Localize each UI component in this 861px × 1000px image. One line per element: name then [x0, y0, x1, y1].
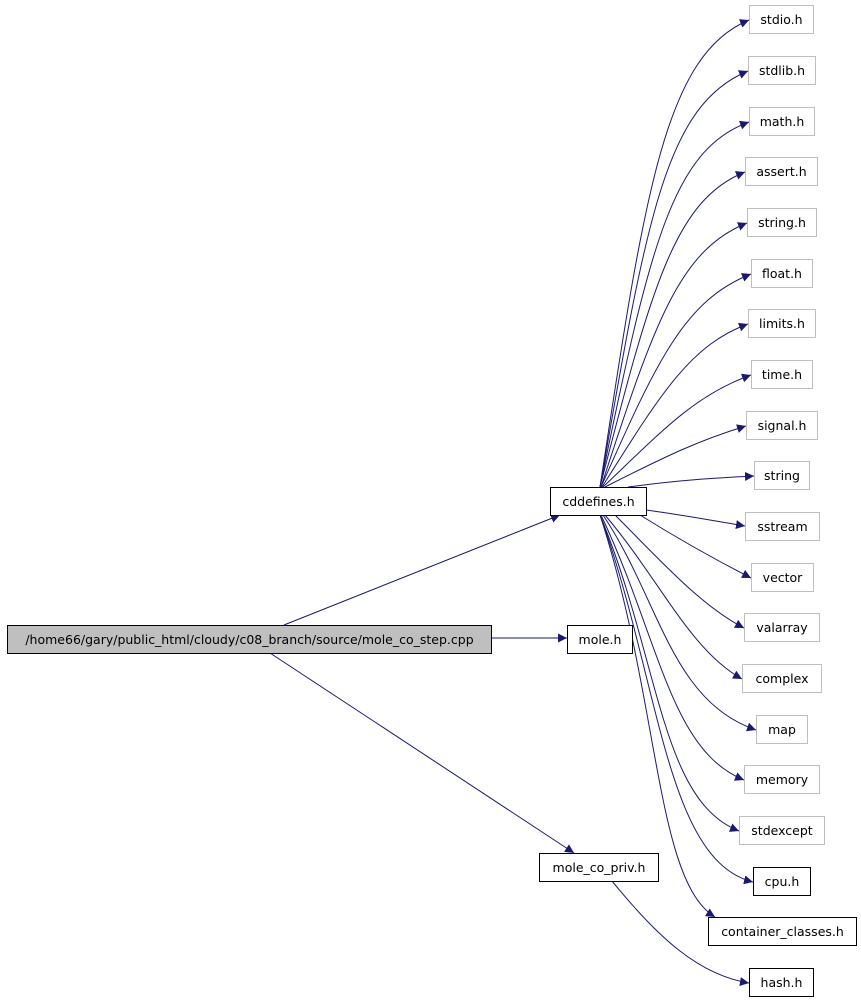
node-box-stdlib — [748, 56, 816, 85]
node-label-assert: assert.h — [756, 164, 806, 179]
node-box-stdexcept — [739, 816, 825, 845]
node-assert[interactable]: assert.h — [745, 157, 818, 186]
node-stdlib[interactable]: stdlib.h — [748, 56, 816, 85]
node-box-hash — [749, 968, 814, 997]
node-label-string: string — [764, 468, 800, 483]
node-string[interactable]: string — [754, 461, 810, 490]
node-label-signal: signal.h — [758, 418, 807, 433]
edge-cddefines-to-memory — [600, 514, 745, 781]
edge-cddefines-to-stdio — [599, 19, 750, 488]
node-box-cpu — [753, 867, 811, 896]
node-label-complex: complex — [756, 671, 809, 686]
node-label-cpu: cpu.h — [765, 874, 800, 889]
edge-cddefines-to-assert — [599, 171, 746, 488]
edge-cddefines-to-string_h — [600, 222, 748, 488]
node-box-mole — [567, 625, 633, 654]
edge-cddefines-to-stdexcept — [599, 514, 740, 832]
node-mole[interactable]: mole.h — [567, 625, 633, 654]
node-label-vector: vector — [763, 570, 804, 585]
edge-source-to-mole_co_priv — [269, 652, 575, 854]
edge-cddefines-to-map — [602, 514, 757, 732]
node-label-hash: hash.h — [761, 975, 803, 990]
node-limits[interactable]: limits.h — [748, 309, 816, 338]
edge-cddefines-to-valarray — [614, 514, 745, 629]
node-mole_co_priv[interactable]: mole_co_priv.h — [539, 853, 659, 882]
node-complex[interactable]: complex — [742, 664, 822, 693]
edge-cddefines-to-time — [602, 373, 752, 488]
node-label-time: time.h — [762, 367, 802, 382]
node-label-stdlib: stdlib.h — [759, 63, 805, 78]
node-math[interactable]: math.h — [749, 107, 815, 136]
node-stdexcept[interactable]: stdexcept — [739, 816, 825, 845]
edge-cddefines-to-limits — [601, 322, 749, 488]
node-box-assert — [745, 157, 818, 186]
node-hash[interactable]: hash.h — [749, 968, 814, 997]
node-sstream[interactable]: sstream — [745, 512, 820, 541]
node-label-valarray: valarray — [756, 620, 808, 635]
node-map[interactable]: map — [756, 715, 808, 744]
node-box-source — [7, 625, 492, 654]
edge-cddefines-to-float — [600, 273, 752, 488]
node-source: /home66/gary/public_html/cloudy/c08_bran… — [7, 625, 492, 654]
edge-cddefines-to-string — [627, 471, 755, 488]
node-label-string_h: string.h — [758, 215, 806, 230]
edge-cddefines-to-container_classes — [599, 514, 716, 918]
node-float[interactable]: float.h — [751, 259, 813, 288]
node-signal[interactable]: signal.h — [746, 411, 818, 440]
node-box-float — [751, 259, 813, 288]
node-label-mole_co_priv: mole_co_priv.h — [553, 860, 646, 875]
node-label-limits: limits.h — [759, 316, 805, 331]
node-label-container_classes: container_classes.h — [721, 924, 844, 939]
node-time[interactable]: time.h — [751, 360, 813, 389]
node-box-time — [751, 360, 813, 389]
node-box-math — [749, 107, 815, 136]
node-box-vector — [751, 563, 814, 592]
node-box-complex — [742, 664, 822, 693]
node-label-mole: mole.h — [579, 632, 622, 647]
node-box-cddefines — [550, 487, 647, 516]
node-label-memory: memory — [756, 772, 809, 787]
node-box-memory — [744, 765, 820, 794]
node-cpu[interactable]: cpu.h — [753, 867, 811, 896]
edge-cddefines-to-stdlib — [599, 70, 749, 488]
edges-layer — [269, 19, 757, 986]
edge-cddefines-to-signal — [604, 424, 747, 488]
node-box-string — [754, 461, 810, 490]
node-label-stdio: stdio.h — [760, 12, 802, 27]
edge-cddefines-to-vector — [639, 514, 752, 579]
node-string_h[interactable]: string.h — [747, 208, 817, 237]
nodes-layer: /home66/gary/public_html/cloudy/c08_bran… — [7, 5, 857, 997]
node-vector[interactable]: vector — [751, 563, 814, 592]
node-box-limits — [748, 309, 816, 338]
node-box-signal — [746, 411, 818, 440]
node-label-map: map — [768, 722, 796, 737]
edge-mole_co_priv-to-hash — [611, 880, 750, 986]
node-label-stdexcept: stdexcept — [751, 823, 812, 838]
node-label-sstream: sstream — [757, 519, 807, 534]
edge-cddefines-to-complex — [604, 514, 743, 680]
node-label-cddefines: cddefines.h — [562, 494, 634, 509]
node-box-string_h — [747, 208, 817, 237]
node-box-sstream — [745, 512, 820, 541]
node-box-map — [756, 715, 808, 744]
edge-cddefines-to-cpu — [599, 514, 754, 885]
node-container_classes[interactable]: container_classes.h — [708, 917, 857, 946]
edge-cddefines-to-math — [599, 120, 750, 488]
edge-cddefines-to-sstream — [645, 509, 746, 530]
node-label-math: math.h — [760, 114, 805, 129]
node-cddefines[interactable]: cddefines.h — [550, 487, 647, 516]
edge-source-to-cddefines — [283, 514, 561, 626]
node-label-source: /home66/gary/public_html/cloudy/c08_bran… — [25, 632, 473, 647]
node-valarray[interactable]: valarray — [744, 613, 820, 642]
node-box-stdio — [749, 5, 814, 34]
node-stdio[interactable]: stdio.h — [749, 5, 814, 34]
node-label-float: float.h — [762, 266, 802, 281]
node-box-valarray — [744, 613, 820, 642]
node-box-container_classes — [708, 917, 857, 946]
node-box-mole_co_priv — [539, 853, 659, 882]
node-memory[interactable]: memory — [744, 765, 820, 794]
